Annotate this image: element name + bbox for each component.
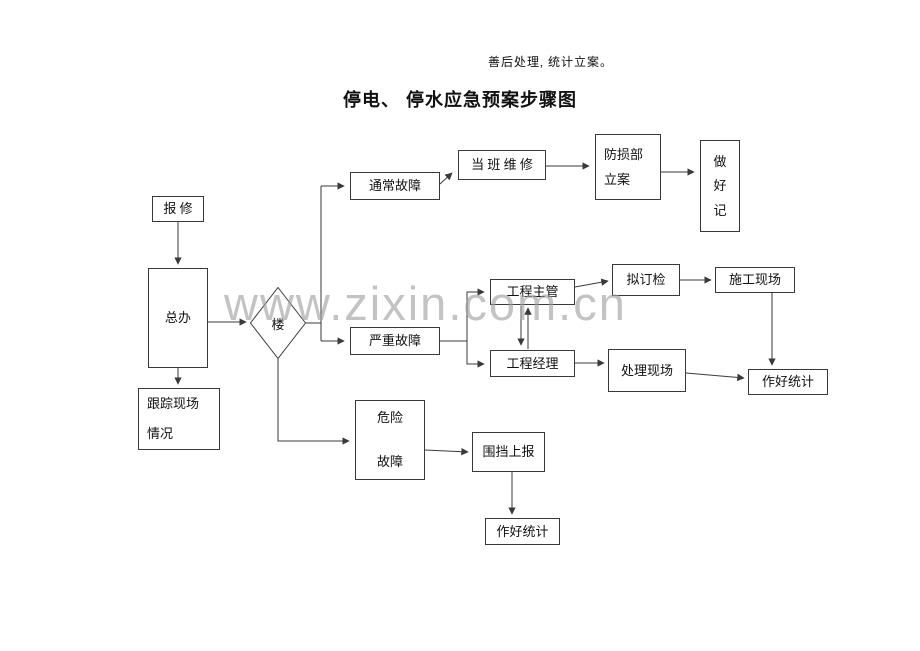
connector-to-danger-fault bbox=[277, 359, 350, 445]
node-label: 报 修 bbox=[163, 201, 193, 217]
node-label: 当 班 维 修 bbox=[471, 157, 533, 173]
connector-supervisor-to-draft bbox=[574, 278, 609, 288]
node-normal-fault: 通常故障 bbox=[350, 172, 440, 200]
node-label-line1: 做 bbox=[713, 153, 727, 169]
connector-severe-to-manager bbox=[466, 341, 485, 368]
node-construction-site: 施工现场 bbox=[715, 267, 795, 293]
node-label-line1: 跟踪现场 bbox=[147, 396, 200, 412]
header-note: 善后处理, 统计立案。 bbox=[488, 55, 614, 69]
node-label-line2: 好 bbox=[713, 178, 727, 194]
node-label: 拟订检 bbox=[626, 272, 666, 288]
node-track-site: 跟踪现场 情况 bbox=[138, 388, 220, 450]
node-label: 通常故障 bbox=[368, 178, 421, 194]
node-general-office: 总办 bbox=[148, 268, 208, 368]
node-label-line1: 危险 bbox=[376, 410, 403, 426]
node-label-line2: 情况 bbox=[147, 426, 174, 441]
node-label: 围挡上报 bbox=[482, 444, 535, 460]
node-stats-after-construction: 作好统计 bbox=[748, 369, 828, 395]
node-danger-fault: 危险 故障 bbox=[355, 400, 425, 480]
node-loss-prevention: 防损部 立案 bbox=[595, 134, 661, 200]
node-project-manager: 工程经理 bbox=[490, 350, 575, 377]
node-label-line2: 立案 bbox=[604, 171, 631, 187]
node-label: 处理现场 bbox=[620, 362, 673, 378]
node-label: 工程主管 bbox=[506, 284, 559, 300]
node-report-repair: 报 修 bbox=[152, 196, 204, 222]
node-label: 作好统计 bbox=[761, 374, 814, 390]
node-fence-report: 围挡上报 bbox=[472, 432, 545, 472]
node-keep-record: 做 好 记 bbox=[700, 140, 740, 232]
node-label: 楼 bbox=[271, 316, 285, 332]
node-label: 施工现场 bbox=[728, 272, 781, 288]
node-handle-scene: 处理现场 bbox=[608, 349, 686, 392]
decision-diamond-shape bbox=[250, 287, 306, 359]
connector-danger-to-fence bbox=[424, 447, 469, 456]
node-label-line1: 防损部 bbox=[604, 146, 644, 162]
connector-severe-to-supervisor bbox=[440, 288, 485, 342]
node-label: 作好统计 bbox=[496, 523, 549, 539]
node-label: 总办 bbox=[164, 310, 191, 326]
node-building-decision: 楼 bbox=[250, 287, 306, 359]
node-severe-fault: 严重故障 bbox=[350, 327, 440, 355]
node-label: 严重故障 bbox=[368, 333, 421, 349]
node-label-line3: 记 bbox=[713, 202, 727, 218]
node-duty-repair: 当 班 维 修 bbox=[458, 150, 546, 180]
node-label: 工程经理 bbox=[506, 355, 559, 371]
node-draft-inspection: 拟订检 bbox=[612, 264, 680, 296]
node-label-line2: 故障 bbox=[376, 454, 403, 469]
node-project-supervisor: 工程主管 bbox=[490, 279, 575, 305]
page-title: 停电、 停水应急预案步骤图 bbox=[343, 90, 577, 110]
connector-handle-to-stats bbox=[685, 372, 745, 382]
connector-normal-to-duty bbox=[439, 172, 453, 185]
node-stats-after-fence: 作好统计 bbox=[485, 518, 560, 545]
